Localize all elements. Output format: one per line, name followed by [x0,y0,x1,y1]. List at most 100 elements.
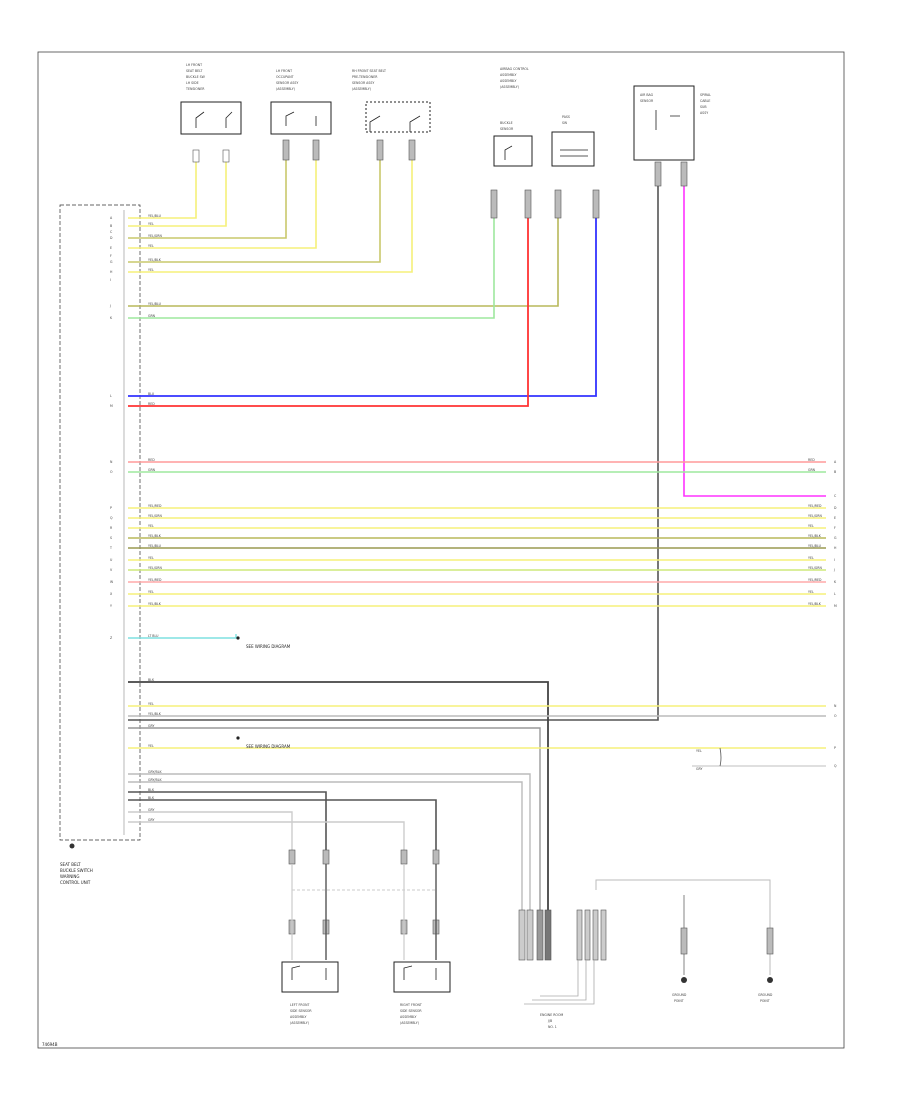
wire-lower-gray-2 [128,727,541,920]
top-sensor-4-box-a [493,135,533,167]
ecu-pin-label-2: C [110,230,113,234]
right-label-0: A [834,460,837,464]
ecu-pin-label-11: L [110,394,112,398]
splice-label-2: GRY [696,767,702,771]
ecu-pin-label-8: I [110,278,111,282]
wire-label-yellow-left-9: YEL/BLK [148,602,162,606]
ecu-pin-label-6: G [110,260,113,264]
bottom-sensor-2-name-3: ASSEMBLY [400,1015,417,1019]
wire-label-bottom-1: GRY/BLK [148,778,162,782]
diagram-frame [37,51,845,1049]
bottom-sensor-1-name-3: ASSEMBLY [290,1015,307,1019]
top-sensor-3-name-1: RH FRONT SEAT BELT [352,69,386,73]
wire-bottom-1 [128,773,531,920]
wire-label-yellow-right-2: YEL [808,524,814,528]
wire-top-4 [128,150,317,249]
wire-label-top-1: YEL [148,222,154,226]
wire-label-yellow-right-4: YEL/BLU [808,544,822,548]
ecu-pin-label-22: W [110,580,114,584]
wire-label-top-3: YEL [148,244,154,248]
ecu-pin-label-19: T [109,546,112,550]
wire-label-pair-left-1: GRN [148,468,156,472]
ecu-pin-label-10: K [110,316,113,320]
top-sensor-5-box [633,85,695,161]
wire-label-bus-1: RED [148,402,155,406]
bottom-ground-2: GROUND POINT [758,927,774,1003]
left-ecu-ground-dot [69,843,75,849]
bottom-ground-1-name-2: POINT [674,999,684,1003]
top-sensor-1-name-4: LH SIDE [186,81,199,85]
right-label-7: H [834,546,837,550]
wire-label-yellow-right-0: YEL/RED [808,504,822,508]
top-sensor-4-sub-4: SW [562,121,568,125]
bottom-ground-1-name-1: GROUND [672,993,687,997]
wire-label-top-2: YEL/GRN [148,234,162,238]
wire-label-yellow-left-8: YEL [148,590,154,594]
top-sensor-1-name-5: TENSIONER [185,87,205,91]
top-sensor-3-name-3: SENSOR ASSY [352,81,374,85]
wire-bus-blue [128,196,597,397]
wire-label-yellow-right-1: YEL/GRN [808,514,822,518]
wire-label-yellow-left-4: YEL/BLU [148,544,162,548]
top-sensor-1-box [180,101,242,135]
top-sensor-1-name-3: BUCKLE SW [186,75,206,79]
ecu-pin-label-1: B [110,224,112,228]
bottom-ground-1: GROUND POINT [672,927,688,1003]
wire-label-top-0: YEL/BLU [148,214,162,218]
left-ecu-name-4: CONTROL UNIT [60,880,91,885]
right-label-4: E [834,516,836,520]
top-sensor-3-box [365,101,431,133]
wire-bottom-3 [128,791,327,856]
ecu-pin-label-25: Z [110,636,113,640]
wire-label-lower-4: YEL [148,744,154,748]
wire-lower-black [128,681,549,920]
top-sensor-3-name-2: PRE-TENSIONER [352,75,378,79]
top-connector-stubs [192,139,688,219]
wire-label-bottom-5: GRY [148,818,154,822]
top-sensor-2-name-1: LH FRONT [276,69,292,73]
top-sensor-5-side-4: ASSY [700,111,708,115]
bottom-sensor-2-name-2: SIDE SENSOR [400,1009,422,1013]
top-sensor-3-name-4: (ASSEMBLY) [352,87,371,91]
wire-label-lower-2: YEL/BLK [148,712,162,716]
wire-label-yellow-left-7: YEL/RED [148,578,162,582]
right-label-15: P [834,746,836,750]
left-ecu-name-1: SEAT BELT [60,862,81,867]
wire-label-pair-right-0: RED [808,458,815,462]
top-sensor-4-name-1: AIRBAG CONTROL [500,67,529,71]
bottom-sensor-1-box [281,961,339,993]
right-label-16: Q [834,764,837,768]
right-label-12: M [834,604,837,608]
bottom-ground-2-name-1: GROUND [758,993,773,997]
top-sensor-5-side-1: SPIRAL [700,93,711,97]
wire-label-yellow-left-5: YEL [148,556,154,560]
wire-label-mid-0: YEL/BLU [148,302,162,306]
top-sensor-5-name-1: AIR BAG [640,93,654,97]
wire-label-top-4: YEL/BLK [148,258,162,262]
wire-label-yellow-left-0: YEL/RED [148,504,162,508]
bottom-sensor-2: RIGHT FRONT SIDE SENSOR ASSEMBLY (ASSEMB… [393,849,451,1025]
wire-label-bottom-4: GRY [148,808,154,812]
bottom-sensor-1-name-1: LEFT FRONT [290,1003,309,1007]
wire-label-bottom-3: BLK [148,796,155,800]
bottom-connector: ENGINE ROOM J/B NO. 1 [518,909,607,1029]
left-ecu: SEAT BELT BUCKLE SWITCH WARNING CONTROL … [59,204,141,885]
right-label-11: L [834,592,836,596]
wire-label-yellow-right-5: YEL [808,556,814,560]
ecu-pin-label-13: N [110,460,113,464]
ecu-pin-label-16: Q [110,516,113,520]
top-sensor-3: RH FRONT SEAT BELT PRE-TENSIONER SENSOR … [352,69,431,133]
wire-mid-1 [128,196,559,307]
wire-bottom-2 [128,781,523,920]
left-ecu-box [59,204,141,841]
top-sensor-2-name-2: OCCUPANT [276,75,294,79]
wire-label-bottom-0: GRY/BLK [148,770,162,774]
right-label-2: C [834,494,837,498]
wire-labels: YEL/BLU YEL YEL/GRN YEL YEL/BLK YEL YEL/BLU GRN… [148,214,822,822]
bottom-connector-name-3: NO. 1 [548,1025,557,1029]
top-sensor-1-name-1: LH FRONT [186,63,202,67]
bottom-sensor-1: LEFT FRONT SIDE SENSOR ASSEMBLY (ASSEMBL… [281,849,339,1025]
wire-label-lower-3: GRY [148,724,154,728]
wire-top-5 [128,150,381,263]
